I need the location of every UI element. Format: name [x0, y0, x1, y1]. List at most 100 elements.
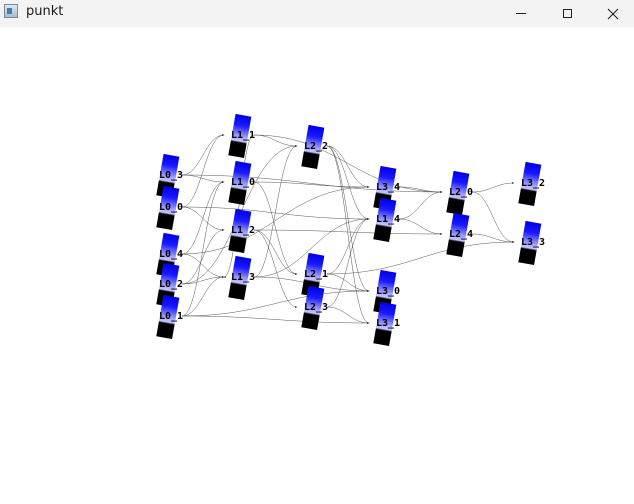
graph-edge-L0_1-L1_3 — [181, 276, 225, 317]
node-label-L1_2: L1_2 — [231, 225, 255, 236]
node-label-L1_0: L1_0 — [231, 177, 255, 188]
node-label-L0_3: L0_3 — [159, 170, 183, 181]
maximize-button[interactable] — [544, 0, 590, 27]
graph-node-L1_0[interactable]: L1_0 — [228, 160, 255, 206]
graph-node-L1_1[interactable]: L1_1 — [228, 113, 255, 159]
graph-edge-L0_4-L1_3 — [181, 253, 225, 278]
nodes-layer: L0_3L0_0L0_4L0_2L0_1 L1_1L1_0L1_2L1_3 L2_2… — [156, 113, 545, 347]
graph-edge-L1_1-L2_2 — [253, 134, 298, 147]
node-label-L2_4: L2_4 — [449, 229, 473, 240]
graph-node-L1_4[interactable]: L1_4 — [373, 197, 400, 243]
node-label-L2_2: L2_2 — [304, 141, 328, 152]
node-label-L0_0: L0_0 — [159, 202, 183, 213]
graph-node-L3_0[interactable]: L3_0 — [373, 269, 400, 315]
node-block-L1_4 — [373, 197, 397, 243]
graph-edge-L2_2-L3_1 — [326, 145, 370, 324]
node-block-L0_0 — [156, 185, 180, 231]
node-block-L2_0 — [446, 170, 470, 216]
graph-node-L3_4[interactable]: L3_4 — [373, 165, 400, 211]
node-label-L1_1: L1_1 — [231, 130, 255, 141]
graph-edge-L3_4-L2_0 — [398, 186, 443, 193]
node-block-L3_0 — [373, 269, 397, 315]
graph-edge-L1_2-L2_3 — [253, 229, 298, 308]
graph-node-L2_3[interactable]: L2_3 — [301, 285, 328, 331]
graph-node-L3_3[interactable]: L3_3 — [518, 220, 545, 266]
node-block-L0_2 — [156, 262, 180, 308]
graph-edge-L1_2-L2_1 — [253, 229, 298, 275]
graph-edge-L0_4-L1_0 — [181, 181, 225, 255]
graph-node-L1_3[interactable]: L1_3 — [228, 255, 255, 301]
graph-edge-L1_4-L2_4 — [398, 218, 443, 235]
graph-edge-L1_3-L2_2 — [253, 145, 298, 278]
graph-node-L2_4[interactable]: L2_4 — [446, 212, 473, 258]
graph-node-L1_2[interactable]: L1_2 — [228, 208, 255, 254]
graph-node-L0_3[interactable]: L0_3 — [156, 153, 183, 199]
node-block-L2_4 — [446, 212, 470, 258]
node-label-L1_3: L1_3 — [231, 272, 255, 283]
graph-edge-L0_2-L1_2 — [181, 229, 225, 285]
node-label-L2_0: L2_0 — [449, 187, 473, 198]
graph-edge-L0_3-L1_1 — [181, 134, 225, 176]
graph-edge-L0_3-L1_0 — [181, 174, 225, 183]
node-block-L0_1 — [156, 294, 180, 340]
node-block-L3_4 — [373, 165, 397, 211]
node-label-L3_3: L3_3 — [521, 237, 545, 248]
graph-node-L3_2[interactable]: L3_2 — [518, 161, 545, 207]
node-block-L1_0 — [228, 160, 252, 206]
graph-node-L0_0[interactable]: L0_0 — [156, 185, 183, 231]
graph-edge-L0_1-L3_0 — [181, 290, 370, 317]
close-icon — [607, 8, 619, 19]
node-block-L1_2 — [228, 208, 252, 254]
edges-layer — [181, 134, 515, 324]
node-block-L3_1 — [373, 301, 397, 347]
node-block-L3_3 — [518, 220, 542, 266]
maximize-icon — [562, 9, 572, 18]
graph-node-L0_1[interactable]: L0_1 — [156, 294, 183, 340]
graph-edge-L0_0-L1_4 — [181, 206, 370, 220]
close-button[interactable] — [590, 0, 634, 27]
graph-edge-L2_2-L1_4 — [326, 145, 370, 220]
node-block-L2_3 — [301, 285, 325, 331]
graph-node-L2_0[interactable]: L2_0 — [446, 170, 473, 216]
graph-node-L3_1[interactable]: L3_1 — [373, 301, 400, 347]
graph-edge-L1_0-L2_1 — [253, 181, 298, 275]
graph-edge-L2_1-L3_3 — [326, 241, 515, 275]
graph-edge-L1_4-L2_0 — [398, 191, 443, 220]
graph-edge-L2_1-L3_0 — [326, 273, 370, 292]
node-block-L2_1 — [301, 252, 325, 298]
minimize-button[interactable] — [498, 0, 544, 27]
node-label-L2_1: L2_1 — [304, 269, 328, 280]
graph-edge-L2_4-L3_3 — [471, 233, 515, 243]
node-label-L1_4: L1_4 — [376, 214, 400, 225]
node-label-L0_2: L0_2 — [159, 279, 183, 290]
node-block-L3_2 — [518, 161, 542, 207]
graph-edge-L2_0-L3_3 — [471, 191, 515, 243]
graph-node-L2_2[interactable]: L2_2 — [301, 124, 328, 170]
graph-edge-L2_2-L3_4 — [326, 145, 370, 188]
graph-node-L2_1[interactable]: L2_1 — [301, 252, 328, 298]
graph-edge-L0_0-L1_1 — [181, 134, 225, 208]
node-label-L3_2: L3_2 — [521, 178, 545, 189]
window-app-icon — [4, 4, 18, 18]
graph-edge-L2_0-L3_2 — [471, 182, 515, 193]
title-bar: punkt — [0, 0, 634, 27]
node-label-L0_4: L0_4 — [159, 249, 183, 260]
graph-edge-L2_2-L3_0 — [326, 145, 370, 292]
graph-edge-L1_1-L2_0 — [253, 134, 443, 193]
graph-node-L0_2[interactable]: L0_2 — [156, 262, 183, 308]
node-label-L2_3: L2_3 — [304, 302, 328, 313]
minimize-icon — [516, 13, 526, 14]
graph-edge-L1_0-L3_4 — [253, 181, 370, 188]
node-label-L0_1: L0_1 — [159, 311, 183, 322]
node-label-L3_4: L3_4 — [376, 182, 400, 193]
node-block-L0_3 — [156, 153, 180, 199]
graph-edge-L2_3-L1_4 — [326, 218, 370, 308]
node-block-L2_2 — [301, 124, 325, 170]
window-title: punkt — [26, 4, 64, 19]
node-block-L1_3 — [228, 255, 252, 301]
node-label-L3_1: L3_1 — [376, 318, 400, 329]
graph-edge-L0_4-L3_4 — [181, 186, 370, 255]
node-block-L1_1 — [228, 113, 252, 159]
graph-edge-L0_3-L2_0 — [181, 174, 443, 193]
